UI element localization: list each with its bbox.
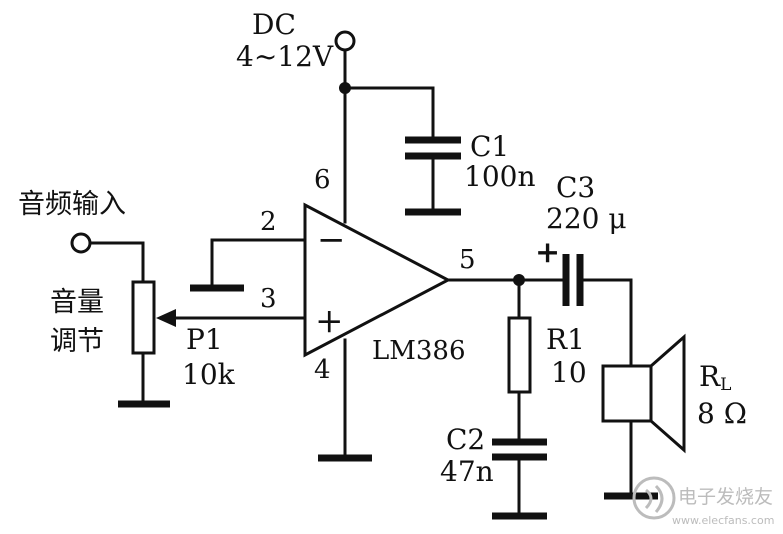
amplifier-lm386: − + LM386 2 3 6 4 5 xyxy=(190,165,565,462)
c2-value: 47n xyxy=(440,455,494,488)
pin4-label: 4 xyxy=(314,355,331,385)
p1-name: P1 xyxy=(186,323,223,356)
r1-name: R1 xyxy=(546,323,585,356)
potentiometer-body xyxy=(131,280,156,355)
wiper-arrow-icon xyxy=(156,309,176,327)
speaker-name: RL xyxy=(699,360,731,395)
c1-name: C1 xyxy=(470,130,509,163)
c3-name: C3 xyxy=(556,171,595,204)
elecfans-logo-icon xyxy=(632,476,676,520)
elecfans-logo-mark xyxy=(644,484,664,513)
watermark-name: 电子发烧友 xyxy=(678,486,773,508)
power-voltage-label: 4~12V xyxy=(236,40,334,73)
c1-value: 100n xyxy=(464,160,535,193)
r1-value: 10 xyxy=(551,356,587,389)
watermark-url: www.elecfans.com xyxy=(672,514,774,527)
pin5-label: 5 xyxy=(459,245,476,275)
p1-value: 10k xyxy=(182,358,236,391)
resistor-r1: R1 10 xyxy=(507,278,587,442)
speaker-value: 8 Ω xyxy=(697,397,747,430)
volume-label-line2: 调节 xyxy=(50,326,104,357)
capacitor-c2: C2 47n xyxy=(440,423,547,520)
c3-polarity: + xyxy=(535,235,560,270)
audio-input-label: 音频输入 xyxy=(18,189,126,220)
amp-minus-sign: − xyxy=(317,220,346,260)
pin6-label: 6 xyxy=(314,165,331,195)
input-terminal-icon xyxy=(70,232,92,254)
c3-value: 220 μ xyxy=(546,202,627,235)
speaker-name-subscript: L xyxy=(720,375,731,395)
volume-label-line1: 音量 xyxy=(50,287,104,318)
power-supply: DC 4~12V xyxy=(236,8,435,224)
amp-plus-sign: + xyxy=(315,301,344,341)
potentiometer-p1: 音量 调节 P1 10k xyxy=(50,280,307,408)
capacitor-c1: C1 100n xyxy=(405,130,535,216)
speaker-name-main: R xyxy=(699,360,721,393)
speaker-rl: RL 8 Ω xyxy=(601,333,747,500)
amplifier-triangle xyxy=(303,202,452,358)
audio-input: 音频输入 xyxy=(18,189,145,284)
power-terminal-icon xyxy=(334,30,356,52)
power-dc-label: DC xyxy=(252,8,296,41)
capacitor-c3: + C3 220 μ xyxy=(535,171,633,368)
watermark: 电子发烧友 www.elecfans.com xyxy=(632,476,774,527)
pin2-label: 2 xyxy=(260,207,277,237)
pin3-label: 3 xyxy=(260,284,277,314)
c2-name: C2 xyxy=(446,423,485,456)
speaker-cone-icon xyxy=(649,333,686,454)
r1-body xyxy=(507,316,532,394)
speaker-magnet xyxy=(601,364,653,423)
amp-name: LM386 xyxy=(372,336,466,366)
